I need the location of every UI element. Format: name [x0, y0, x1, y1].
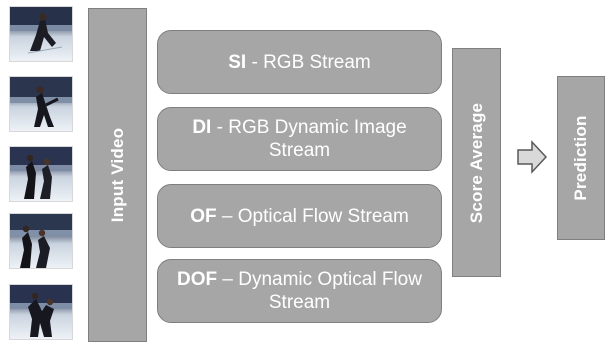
stream-dof-abbr: DOF	[177, 269, 218, 290]
stream-of-separator: –	[216, 205, 238, 227]
stream-si: SI - RGB Stream	[157, 30, 442, 94]
stream-di-separator: -	[211, 117, 229, 138]
video-frame-3	[9, 146, 73, 202]
stream-si-separator: -	[246, 51, 264, 73]
stream-dof-text: Dynamic Optical Flow Stream	[238, 269, 422, 313]
video-frame-1	[9, 6, 73, 62]
video-frame-5	[9, 284, 73, 340]
prediction-box: Prediction	[557, 76, 605, 240]
stream-di: DI - RGB Dynamic Image Stream	[157, 107, 442, 171]
stream-di-text: RGB Dynamic Image Stream	[228, 117, 407, 161]
right-arrow-icon	[517, 140, 548, 174]
stream-di-label: DI - RGB Dynamic Image Stream	[168, 116, 431, 162]
score-average-box: Score Average	[452, 48, 501, 277]
stream-dof: DOF – Dynamic Optical Flow Stream	[157, 259, 442, 323]
video-frame-4	[9, 213, 73, 269]
stream-of-text: Optical Flow Stream	[237, 205, 409, 227]
stream-di-abbr: DI	[192, 117, 212, 138]
input-video-label: Input Video	[107, 127, 127, 223]
stream-of-abbr: OF	[190, 205, 217, 227]
score-average-label: Score Average	[466, 102, 486, 223]
stream-of: OF – Optical Flow Stream	[157, 184, 442, 248]
video-frame-2	[9, 76, 73, 132]
stream-of-label: OF – Optical Flow Stream	[190, 205, 409, 228]
stream-si-abbr: SI	[228, 51, 247, 73]
prediction-label: Prediction	[571, 115, 590, 201]
input-video-box: Input Video	[88, 8, 147, 342]
stream-dof-separator: –	[217, 269, 239, 290]
stream-si-label: SI - RGB Stream	[228, 51, 371, 74]
stream-dof-label: DOF – Dynamic Optical Flow Stream	[168, 268, 431, 314]
stream-si-text: RGB Stream	[263, 51, 371, 73]
